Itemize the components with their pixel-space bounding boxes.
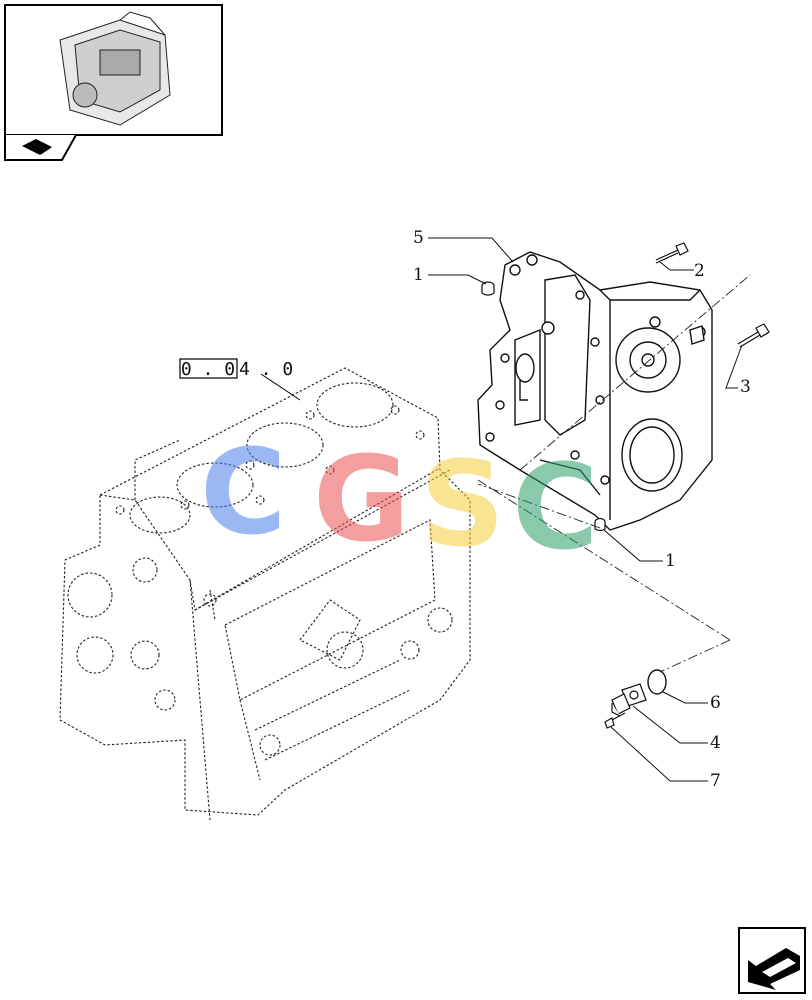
callout-1-bottom[interactable]: 1: [665, 551, 676, 571]
watermark-letter-3: S: [420, 435, 505, 573]
plug-bottom: [594, 517, 606, 532]
callout-2[interactable]: 2: [694, 261, 705, 281]
leader-lines: [428, 237, 743, 782]
engine-thumbnail: [4, 4, 223, 136]
catalog-tab[interactable]: [4, 134, 77, 161]
callout-5[interactable]: 5: [413, 228, 424, 248]
o-ring-6: [647, 669, 667, 695]
arrow-icon: [748, 948, 800, 990]
next-page-button[interactable]: [738, 927, 806, 994]
assembly-axes: [477, 274, 751, 673]
reference-label[interactable]: 0 . 0 4 . 0: [179, 358, 301, 401]
watermark-letter-4: C: [512, 438, 599, 576]
plug-top: [481, 281, 495, 296]
engine-block: [59, 367, 471, 821]
callout-1-top[interactable]: 1: [413, 265, 424, 285]
sensor-4: [611, 683, 647, 717]
timing-cover: [477, 251, 713, 531]
callout-3[interactable]: 3: [740, 377, 751, 397]
watermark-letter-1: C: [200, 423, 287, 561]
callout-6[interactable]: 6: [710, 693, 721, 713]
bolt-2: [655, 242, 689, 264]
watermark-letter-2: G: [313, 430, 410, 568]
watermark: C G S C: [200, 423, 599, 576]
callout-7[interactable]: 7: [710, 771, 721, 791]
callouts: 5 1 2 3 1 6 4 7: [413, 228, 751, 791]
bolt-3: [737, 323, 770, 348]
book-icon: [22, 139, 52, 155]
callout-4[interactable]: 4: [710, 733, 721, 753]
bolt-7: [604, 712, 626, 729]
reference-boxed-text: 0 . 0: [181, 359, 235, 380]
reference-suffix-text: 4 . 0: [239, 359, 293, 380]
